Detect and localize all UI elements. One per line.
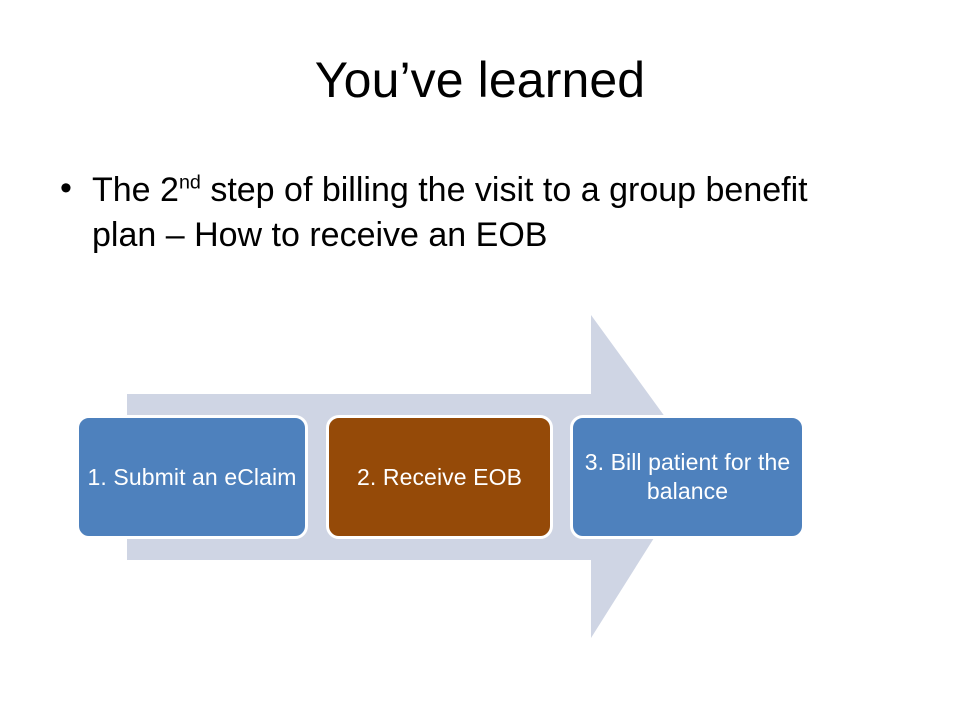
process-step-1-label: 1. Submit an eClaim xyxy=(87,463,297,490)
bullet-text: The 2nd step of billing the visit to a g… xyxy=(92,171,808,254)
process-diagram: 1. Submit an eClaim 2. Receive EOB 3. Bi… xyxy=(0,290,960,670)
body-bullet-list: • The 2nd step of billing the visit to a… xyxy=(48,168,878,258)
bullet-text-superscript: nd xyxy=(178,171,201,194)
process-step-3-label: 3. Bill patient for the balance xyxy=(584,449,791,504)
page-title: You’ve learned xyxy=(314,52,646,108)
bullet-text-part-1: The 2 xyxy=(92,171,179,209)
process-step-2[interactable]: 2. Receive EOB xyxy=(326,415,553,539)
process-step-3[interactable]: 3. Bill patient for the balance xyxy=(570,415,805,539)
bullet-text-part-2: step of billing the visit to a group ben… xyxy=(92,171,808,255)
list-item: • The 2nd step of billing the visit to a… xyxy=(48,168,878,258)
process-step-2-label: 2. Receive EOB xyxy=(356,463,523,490)
bullet-marker-icon: • xyxy=(60,169,72,207)
process-step-1[interactable]: 1. Submit an eClaim xyxy=(76,415,308,539)
